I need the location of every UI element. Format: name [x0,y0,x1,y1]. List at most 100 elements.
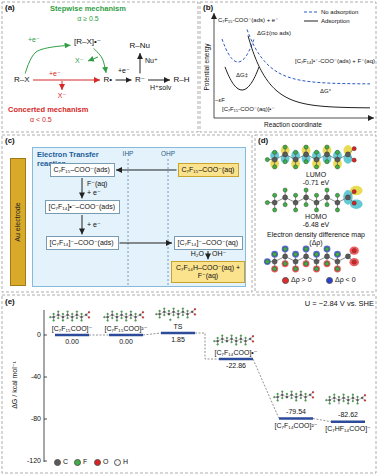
atom [85,314,87,316]
potential-curve [222,39,254,62]
panel-frame [200,2,376,132]
atom [283,262,287,266]
atom [62,313,64,315]
atom [67,311,69,313]
atom [49,316,51,318]
atom [295,399,297,401]
legend-text: O [103,458,108,466]
molecule [155,308,195,321]
orbital-name: HOMO [305,213,327,221]
barrier-label: ΔG‡ [236,72,248,79]
atom [281,394,283,396]
atom [300,391,302,393]
plane-label: IHP [123,150,134,157]
atom [163,311,165,313]
level-connector [313,419,331,422]
atom [312,396,314,398]
atom [325,145,329,149]
panel-frame [2,135,252,292]
atom [286,396,288,398]
atom [304,152,309,157]
species-node: R⁻ [133,74,147,85]
atom [294,165,298,169]
atom [182,308,184,310]
panel-letter: (b) [203,3,213,12]
legend-line [304,12,318,13]
atom [120,314,122,316]
atom [300,397,302,399]
atom [293,200,298,205]
species-text: [C₇F₁₄]⁻–COO⁻(ads) [50,239,115,247]
tick-label: -40 [31,373,41,381]
atom [265,158,269,162]
atom [107,319,109,321]
atom [245,337,247,339]
atom [293,259,298,264]
atom [235,337,237,339]
atom [221,338,223,340]
reaction-arrow [140,53,141,73]
transfer-coefficient: α < 0.5 [30,116,52,124]
atom [283,145,287,149]
atom [347,396,349,398]
atom [103,316,105,318]
axis-title: Reaction coordinate [264,121,322,128]
level-connector [143,333,161,335]
atom [343,400,345,402]
energy-value: 0.00 [65,338,79,346]
atom [314,208,318,212]
atom [314,200,319,205]
atom [335,157,340,162]
atom [226,340,228,342]
reaction-arrow [148,80,170,81]
atom [305,399,307,401]
reaction-arrow [116,80,132,81]
atom [81,313,83,315]
atom [352,397,354,399]
atom [325,188,329,192]
atom [273,193,277,197]
atom [107,313,109,315]
atom [240,341,242,343]
species-text: [R–X]•⁻ [74,37,102,46]
electron-label: +e⁻ [49,70,61,78]
species-text: R–X [14,75,30,84]
atom [293,157,298,162]
atom [240,338,242,340]
energy-value: -82.62 [338,411,358,419]
tick-label: -80 [31,415,41,423]
species-text: C₇F₁₅–COO⁻(ads) [54,166,111,174]
ihp-plane [128,159,129,286]
atom [121,311,123,313]
atom [62,319,64,321]
aqueous-species-box: C₇F₁₅–COO⁻(aq) [178,163,239,177]
atom [235,340,237,342]
legend-text: Adsorption [321,18,350,25]
atom [335,267,339,271]
panel-frame [2,295,376,473]
atom [265,201,269,205]
species-label: [C₇F₁₄COO]•⁻ [215,349,258,357]
atom [186,313,188,315]
species-node: R–Nu [128,40,153,51]
legend-swatch [94,459,101,466]
barrier-label: ΔG‡(no ads) [257,30,291,37]
atom [217,340,219,342]
atom [273,165,277,169]
aqueous-species-box: C₇F₁₄H–COO⁻(aq) + F⁻(aq) [171,261,245,283]
level-connector [89,335,109,336]
atom [226,337,228,339]
atom [335,259,340,264]
panel-frame [2,2,198,132]
atom [329,396,331,398]
mechanism-title: Concerted mechanism [8,106,88,115]
atom [304,254,309,259]
energy-value: -79.54 [286,408,306,416]
species-text: C₇F₁₅–COO⁻(aq) [182,166,235,174]
atom [172,311,174,313]
legend-text: C [63,458,68,466]
atom [273,150,277,154]
atom [352,400,354,402]
species-text: C₇F₁₄H–COO⁻(aq) + F⁻(aq) [175,264,241,280]
atom [314,165,318,169]
